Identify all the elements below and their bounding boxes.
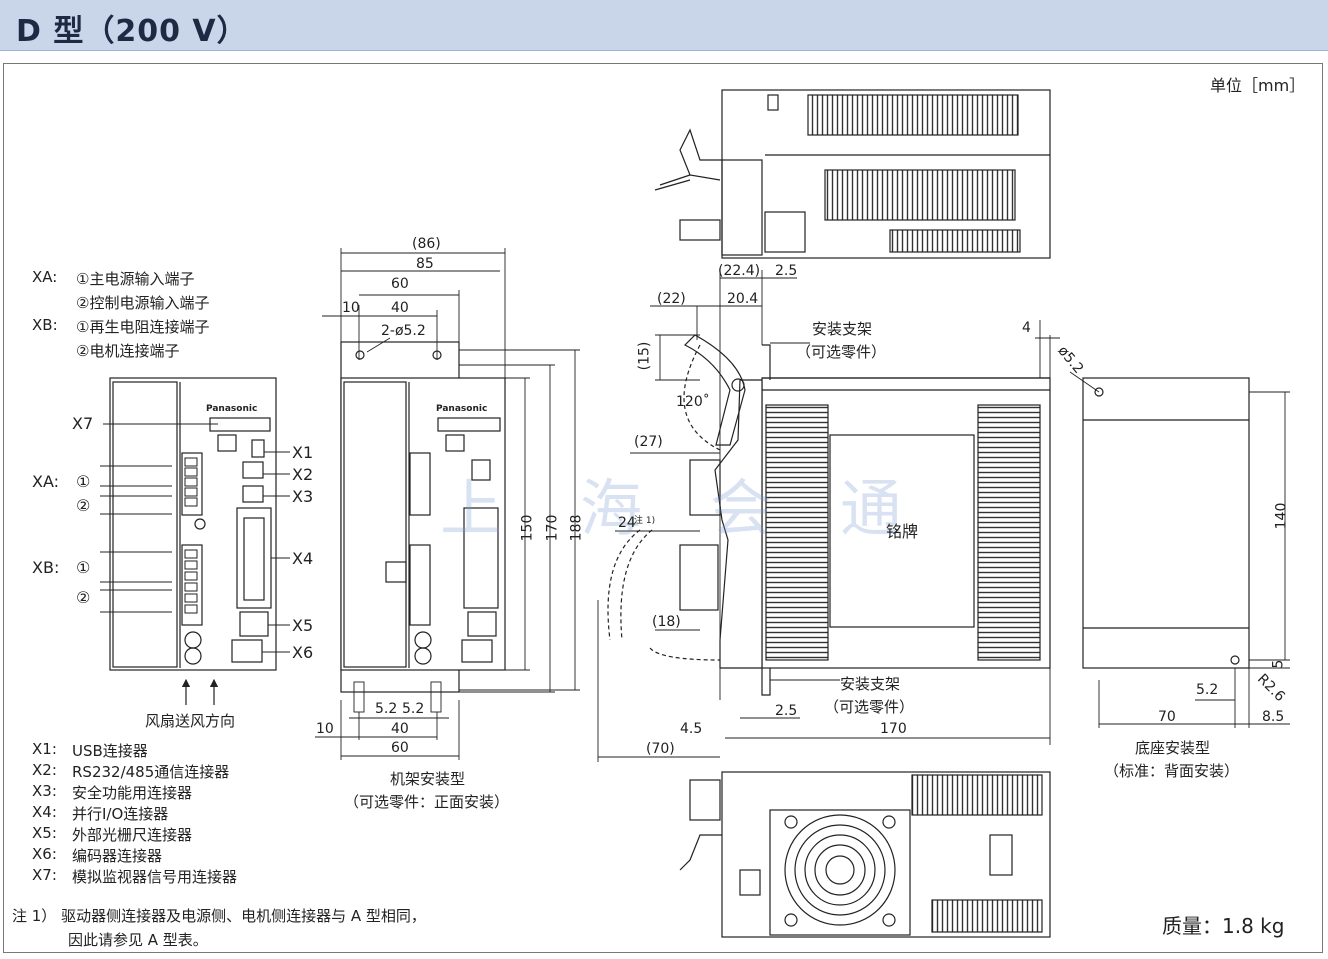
dim-86: (86) bbox=[412, 236, 441, 252]
dim-170: 170 bbox=[544, 514, 561, 542]
tag-xb-2: ② bbox=[76, 588, 91, 607]
rack-mount-view bbox=[315, 248, 580, 760]
base-caption-sub: （标准：背面安装） bbox=[1104, 762, 1240, 780]
xb-item-2: ②电机连接端子 bbox=[76, 342, 180, 360]
dim-5-2-base: 5.2 bbox=[1196, 682, 1219, 698]
watermark-1: 上 bbox=[440, 472, 503, 545]
side-view bbox=[597, 270, 1060, 762]
connector-desc: 外部光栅尺连接器 bbox=[72, 826, 193, 844]
dim-85: 85 bbox=[416, 256, 434, 272]
watermark-4: 通 bbox=[840, 472, 903, 545]
tag-x6: X6 bbox=[292, 643, 314, 662]
drawing-frame bbox=[3, 63, 1323, 953]
tag-xa-2: ② bbox=[76, 496, 91, 515]
tag-xa-1: ① bbox=[76, 472, 91, 491]
nameplate-label: 铭牌 bbox=[886, 522, 919, 541]
rack-caption: 机架安装型 bbox=[390, 770, 466, 788]
angle-120: 120˚ bbox=[676, 394, 710, 410]
dim-60-bottom: 60 bbox=[391, 740, 409, 756]
dim-5: 5 bbox=[1270, 659, 1287, 669]
dim-70-base: 70 bbox=[1158, 709, 1176, 725]
dim-8-5: 8.5 bbox=[1262, 709, 1285, 725]
watermark-3: 会 bbox=[710, 472, 773, 545]
dim-2-5-top: 2.5 bbox=[775, 263, 798, 279]
tag-x3: X3 bbox=[292, 487, 314, 506]
dim-70: (70) bbox=[646, 741, 675, 757]
connector-code: X2: bbox=[32, 761, 57, 779]
panasonic-logo: Panasonic bbox=[206, 404, 258, 414]
connector-desc: 安全功能用连接器 bbox=[72, 784, 193, 802]
dim-4-5: 4.5 bbox=[680, 721, 703, 737]
connector-code: X7: bbox=[32, 866, 57, 884]
front-view-left bbox=[100, 377, 290, 705]
dim-150: 150 bbox=[519, 514, 536, 542]
connector-desc: 编码器连接器 bbox=[72, 847, 163, 865]
bracket-sub-bottom: （可选零件） bbox=[824, 698, 915, 716]
tag-x7: X7 bbox=[72, 414, 94, 433]
tag-x5: X5 bbox=[292, 616, 314, 635]
connector-code: X5: bbox=[32, 824, 57, 842]
tag-xb: XB: bbox=[32, 558, 60, 577]
connector-code: X6: bbox=[32, 845, 57, 863]
fan-direction-label: 风扇送风方向 bbox=[145, 712, 236, 730]
hole-dim: 2-ø5.2 bbox=[381, 323, 426, 339]
dim-24: 24 bbox=[618, 515, 636, 531]
bracket-sub-top: （可选零件） bbox=[796, 343, 887, 361]
tag-x1: X1 bbox=[292, 443, 314, 462]
xb-prefix: XB: bbox=[32, 316, 58, 334]
xb-item-1: ①再生电阻连接端子 bbox=[76, 318, 210, 336]
dim-5-2-b: 5.2 bbox=[402, 701, 425, 717]
bottom-view bbox=[679, 771, 1051, 938]
dim-27: (27) bbox=[634, 434, 663, 450]
dim-170-side: 170 bbox=[880, 721, 907, 737]
page-title: D 型（200 V） bbox=[16, 14, 248, 49]
xa-prefix: XA: bbox=[32, 268, 58, 286]
tag-x4: X4 bbox=[292, 549, 314, 568]
dim-40: 40 bbox=[391, 300, 409, 316]
dim-22: (22) bbox=[657, 291, 686, 307]
tag-xa: XA: bbox=[32, 472, 60, 491]
header-bar: D 型（200 V） bbox=[0, 0, 1328, 51]
panasonic-logo-rack: Panasonic bbox=[436, 404, 488, 414]
unit-label: 单位［mm］ bbox=[1210, 76, 1306, 95]
dim-20-4: 20.4 bbox=[727, 291, 759, 307]
connector-code: X4: bbox=[32, 803, 57, 821]
base-mount-view bbox=[1069, 371, 1290, 728]
bracket-label-top: 安装支架 bbox=[812, 320, 873, 338]
connector-code: X3: bbox=[32, 782, 57, 800]
rack-caption-sub: （可选零件：正面安装） bbox=[344, 793, 510, 811]
tag-xb-1: ① bbox=[76, 558, 91, 577]
base-caption: 底座安装型 bbox=[1135, 739, 1211, 757]
weight-label: 质量：1.8 kg bbox=[1162, 914, 1285, 938]
dim-40-bottom: 40 bbox=[391, 721, 409, 737]
note-line-1: 注 1） 驱动器侧连接器及电源侧、电机侧连接器与 A 型相同， bbox=[12, 907, 426, 925]
dim-60: 60 bbox=[391, 276, 409, 292]
note-1-ref: 注 1) bbox=[634, 516, 656, 526]
dim-22-4: (22.4) bbox=[718, 263, 761, 279]
connector-desc: 模拟监视器信号用连接器 bbox=[72, 868, 238, 886]
dim-2-5-bottom: 2.5 bbox=[775, 703, 798, 719]
dim-4: 4 bbox=[1022, 320, 1031, 336]
xa-item-2: ②控制电源输入端子 bbox=[76, 294, 210, 312]
dim-140: 140 bbox=[1273, 502, 1290, 530]
dim-10-bottom: 10 bbox=[316, 721, 334, 737]
dim-10: 10 bbox=[342, 300, 360, 316]
dim-15: (15) bbox=[636, 341, 653, 371]
note-line-2: 因此请参见 A 型表。 bbox=[68, 931, 208, 949]
xa-item-1: ①主电源输入端子 bbox=[76, 270, 195, 288]
connector-code: X1: bbox=[32, 740, 57, 758]
tag-x2: X2 bbox=[292, 465, 314, 484]
connector-desc: RS232/485通信连接器 bbox=[72, 763, 230, 781]
bracket-label-bottom: 安装支架 bbox=[840, 675, 901, 693]
connector-desc: USB连接器 bbox=[72, 742, 148, 760]
connector-desc: 并行I/O连接器 bbox=[72, 805, 169, 823]
dim-18: (18) bbox=[652, 614, 681, 630]
dim-5-2-a: 5.2 bbox=[375, 701, 398, 717]
watermark-2: 海 bbox=[580, 472, 643, 545]
top-view bbox=[654, 89, 1051, 259]
dim-188: 188 bbox=[568, 514, 585, 542]
